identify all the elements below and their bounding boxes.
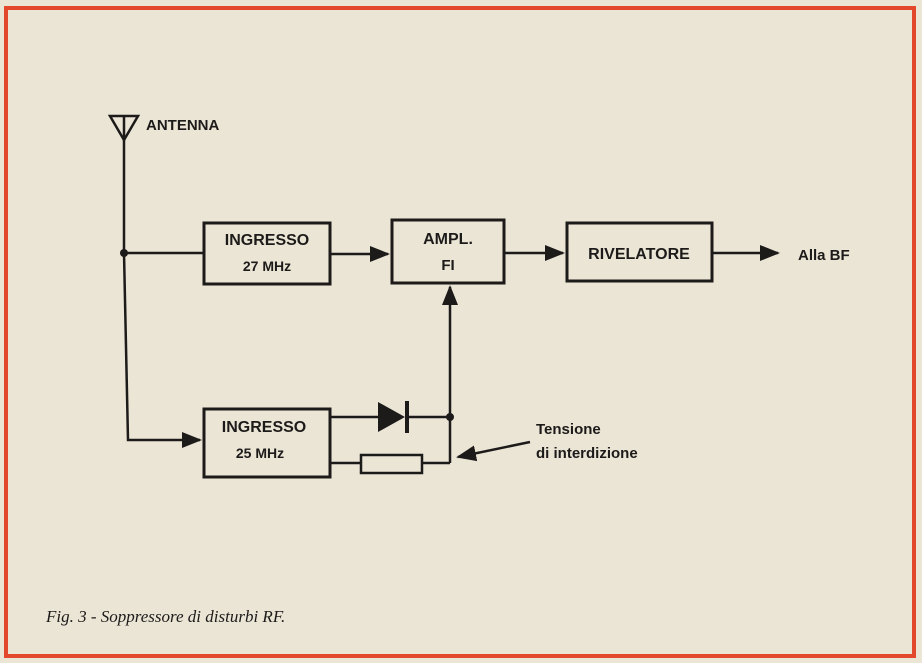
rivelatore-title: RIVELATORE <box>588 246 690 263</box>
diode-icon <box>378 401 409 433</box>
tension-label-line1: Tensione <box>536 421 601 438</box>
ingresso-25mhz-title: INGRESSO <box>222 419 306 436</box>
ampl-fi-title: AMPL. <box>423 231 473 248</box>
figure-caption: Fig. 3 - Soppressore di disturbi RF. <box>46 607 286 626</box>
tension-label-line2: di interdizione <box>536 445 638 462</box>
ampl-fi-block <box>390 218 506 285</box>
ingresso-25mhz-freq: 25 MHz <box>236 445 284 461</box>
ingresso-27mhz-freq: 27 MHz <box>243 258 291 274</box>
figure-frame <box>4 6 916 658</box>
output-label: Alla BF <box>798 247 850 264</box>
ingresso-25mhz-block <box>202 407 332 479</box>
ingresso-27mhz-block <box>202 221 332 286</box>
ingresso-27mhz-title: INGRESSO <box>225 232 309 249</box>
resistor-icon <box>359 453 424 475</box>
tension-pointer-arrow <box>456 440 531 462</box>
trunk-to-25mhz-line <box>122 252 202 448</box>
ampl-fi-subtitle: FI <box>441 257 454 274</box>
antenna-label: ANTENNA <box>146 117 219 134</box>
antenna-icon <box>107 114 141 143</box>
